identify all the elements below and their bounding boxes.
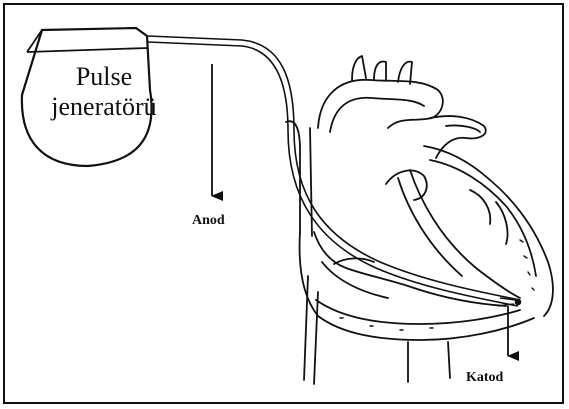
heart-illustration <box>286 56 553 384</box>
generator-label-line1: Pulse <box>34 62 174 92</box>
pacing-lead <box>148 36 520 306</box>
pulse-generator-label: Pulse jeneratörü <box>34 62 174 122</box>
cathode-label: Katod <box>466 370 503 386</box>
generator-label-line2: jeneratörü <box>34 92 174 122</box>
anode-label: Anod <box>192 213 225 229</box>
